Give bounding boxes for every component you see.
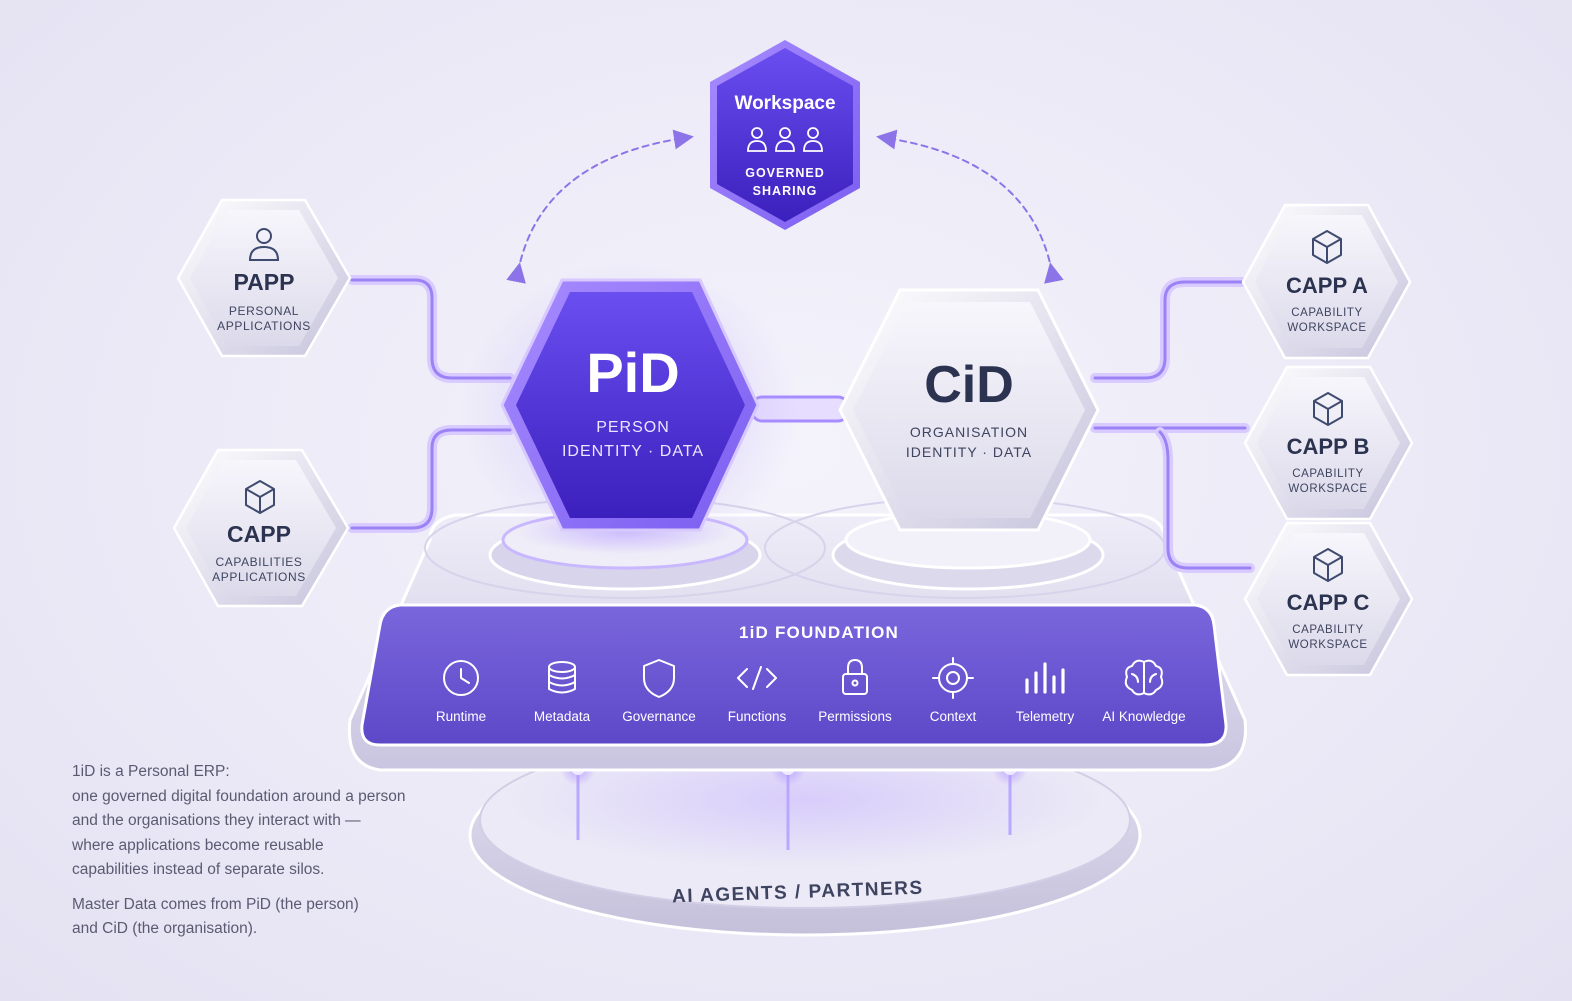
- caption-line: Master Data comes from PiD (the person): [72, 895, 359, 913]
- foundation-item-context[interactable]: Context: [930, 657, 977, 724]
- cid-node[interactable]: CiD ORGANISATION IDENTITY · DATA: [838, 288, 1100, 532]
- papp-node[interactable]: PAPP PERSONAL APPLICATIONS: [176, 198, 352, 358]
- caption-line: where applications become reusable: [72, 836, 324, 854]
- capp-a-line-2: WORKSPACE: [1287, 322, 1366, 334]
- foundation-item-ai-knowledge[interactable]: AI Knowledge: [1102, 659, 1186, 724]
- capp-b-line-2: WORKSPACE: [1288, 483, 1367, 495]
- cube-icon: [245, 480, 275, 514]
- code-icon: [737, 666, 777, 690]
- foundation-item-telemetry[interactable]: Telemetry: [1016, 662, 1075, 724]
- capp-c-line-1: CAPABILITY: [1292, 624, 1364, 636]
- database-icon: [548, 661, 576, 694]
- caption-paragraph-2: Master Data comes from PiD (the person) …: [72, 893, 472, 942]
- cid-line-2: IDENTITY · DATA: [906, 444, 1032, 460]
- shield-icon: [643, 659, 675, 698]
- cube-icon: [1313, 548, 1343, 582]
- capp-a-node[interactable]: CAPP A CAPABILITY WORKSPACE: [1241, 203, 1412, 360]
- foundation-item-label: AI Knowledge: [1102, 709, 1185, 724]
- papp-line-1: PERSONAL: [229, 304, 299, 318]
- capp-c-line-2: WORKSPACE: [1288, 639, 1367, 651]
- cube-icon: [1313, 392, 1343, 426]
- caption-line: and the organisations they interact with…: [72, 812, 361, 829]
- foundation-item-label: Runtime: [436, 709, 486, 724]
- workspace-title: Workspace: [734, 93, 835, 114]
- workspace-subtitle-1: GOVERNED: [745, 166, 825, 180]
- capp-a-line-1: CAPABILITY: [1291, 307, 1363, 319]
- foundation-item-functions[interactable]: Functions: [728, 666, 787, 724]
- brain-icon: [1124, 659, 1164, 696]
- connectors: [347, 129, 1255, 573]
- pid-line-1: PERSON: [596, 419, 670, 436]
- foundation-panel: 1iD FOUNDATION Runtime Metadata Governance…: [360, 603, 1228, 747]
- papp-title: PAPP: [234, 269, 295, 295]
- foundation-item-label: Functions: [728, 709, 787, 724]
- foundation-item-permissions[interactable]: Permissions: [818, 659, 892, 724]
- capp-b-title: CAPP B: [1287, 434, 1370, 459]
- foundation-item-label: Context: [930, 709, 977, 724]
- capp-a-title: CAPP A: [1286, 273, 1368, 298]
- clock-icon: [443, 660, 479, 696]
- cid-title: CiD: [924, 356, 1014, 414]
- workspace-subtitle-2: SHARING: [753, 184, 818, 198]
- target-icon: [932, 657, 974, 699]
- capp-b-line-1: CAPABILITY: [1292, 468, 1364, 480]
- bar-chart-icon: [1025, 662, 1065, 694]
- foundation-item-label: Metadata: [534, 709, 591, 724]
- caption: 1iD is a Personal ERP: one governed digi…: [72, 760, 472, 952]
- capp-node[interactable]: CAPP CAPABILITIES APPLICATIONS: [172, 448, 350, 608]
- pid-line-2: IDENTITY · DATA: [562, 443, 704, 460]
- capp-c-title: CAPP C: [1287, 590, 1370, 615]
- workspace-node[interactable]: Workspace GOVERNED SHARING: [710, 40, 860, 230]
- foundation-item-runtime[interactable]: Runtime: [436, 660, 486, 724]
- pid-node[interactable]: PiD PERSON IDENTITY · DATA: [460, 260, 800, 560]
- foundation-item-metadata[interactable]: Metadata: [534, 661, 591, 724]
- capp-b-node[interactable]: CAPP B CAPABILITY WORKSPACE: [1243, 365, 1414, 521]
- caption-line: capabilities instead of separate silos.: [72, 861, 325, 878]
- caption-line: and CiD (the organisation).: [72, 920, 258, 937]
- person-icon: [248, 228, 280, 261]
- foundation-item-governance[interactable]: Governance: [622, 659, 696, 724]
- papp-line-2: APPLICATIONS: [217, 319, 311, 333]
- caption-paragraph-1: 1iD is a Personal ERP: one governed digi…: [72, 760, 472, 883]
- capp-c-node[interactable]: CAPP C CAPABILITY WORKSPACE: [1243, 521, 1414, 677]
- caption-line: one governed digital foundation around a…: [72, 787, 406, 805]
- cube-icon: [1312, 230, 1342, 264]
- foundation-item-label: Telemetry: [1016, 709, 1075, 724]
- capp-line-1: CAPABILITIES: [215, 555, 302, 569]
- cid-line-1: ORGANISATION: [910, 424, 1028, 440]
- capp-line-2: APPLICATIONS: [212, 570, 306, 584]
- lock-icon: [842, 659, 868, 695]
- users-icon: [747, 127, 823, 152]
- foundation-item-label: Governance: [622, 709, 696, 724]
- foundation-item-label: Permissions: [818, 709, 892, 724]
- foundation-items: Runtime Metadata Governance Functions Permis…: [436, 657, 1186, 724]
- pid-title: PiD: [586, 341, 679, 404]
- caption-line: 1iD is a Personal ERP:: [72, 763, 230, 780]
- capp-title: CAPP: [227, 521, 291, 547]
- foundation-title: 1iD FOUNDATION: [739, 623, 899, 642]
